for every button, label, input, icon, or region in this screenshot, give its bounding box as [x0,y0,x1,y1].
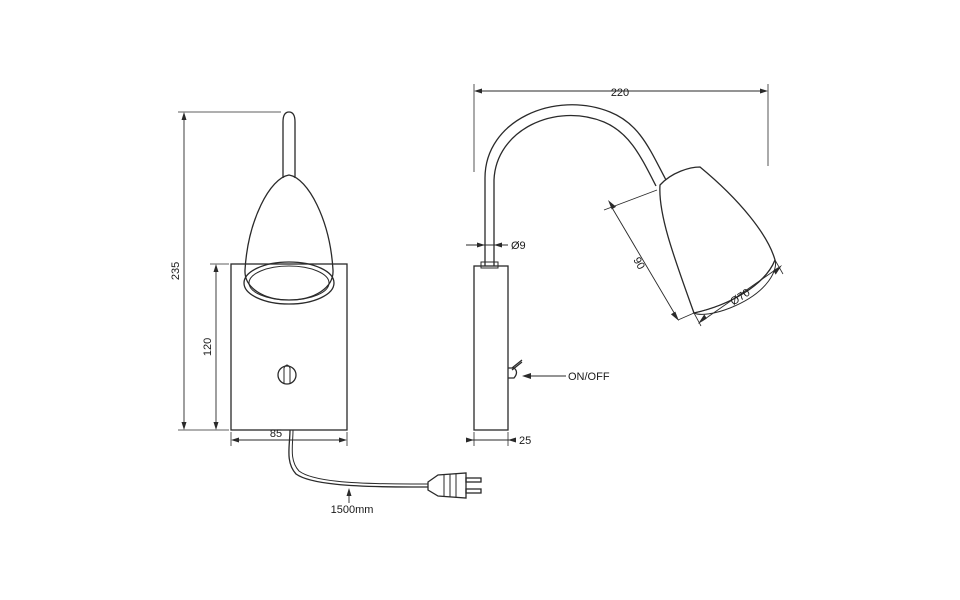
dim-backplate-depth: 25 [519,435,531,447]
side-dimensions: 220 Ø9 25 90 Ø70 ON/OFF [466,84,784,447]
power-cable [288,429,428,488]
side-switch [508,359,523,379]
side-view [473,104,777,431]
dim-shade-length: 90 [630,255,647,272]
front-dimensions: 235 120 85 1500mm [170,111,374,516]
side-arm-outer [484,104,667,181]
front-switch-ring [277,365,297,385]
plug-body [427,472,467,499]
power-cable-inner [291,429,428,485]
front-shade [244,174,334,301]
plug-pin-bottom [465,488,482,494]
front-shade-rim-inner [248,265,330,301]
dim-cable-length: 1500mm [331,504,374,516]
dim-arm-diameter: Ø9 [511,240,526,252]
dim-overall-width: 220 [611,87,629,99]
front-view [230,111,482,499]
dim-line-70 [701,267,779,322]
plug-pin-top [465,477,482,483]
side-arm-collar [480,261,499,269]
front-shade-rim-outer [243,261,335,305]
side-backplate [473,265,509,431]
front-switch-lever [283,364,291,383]
dim-overall-height: 235 [170,262,182,280]
side-arm-inner [493,114,657,187]
dim-line-90 [610,205,677,317]
side-shade [659,166,776,314]
dim-backplate-width: 85 [270,428,282,440]
front-backplate [230,263,348,431]
dim-backplate-height: 120 [202,338,214,356]
front-arm [282,111,296,178]
switch-callout: ON/OFF [568,371,610,383]
